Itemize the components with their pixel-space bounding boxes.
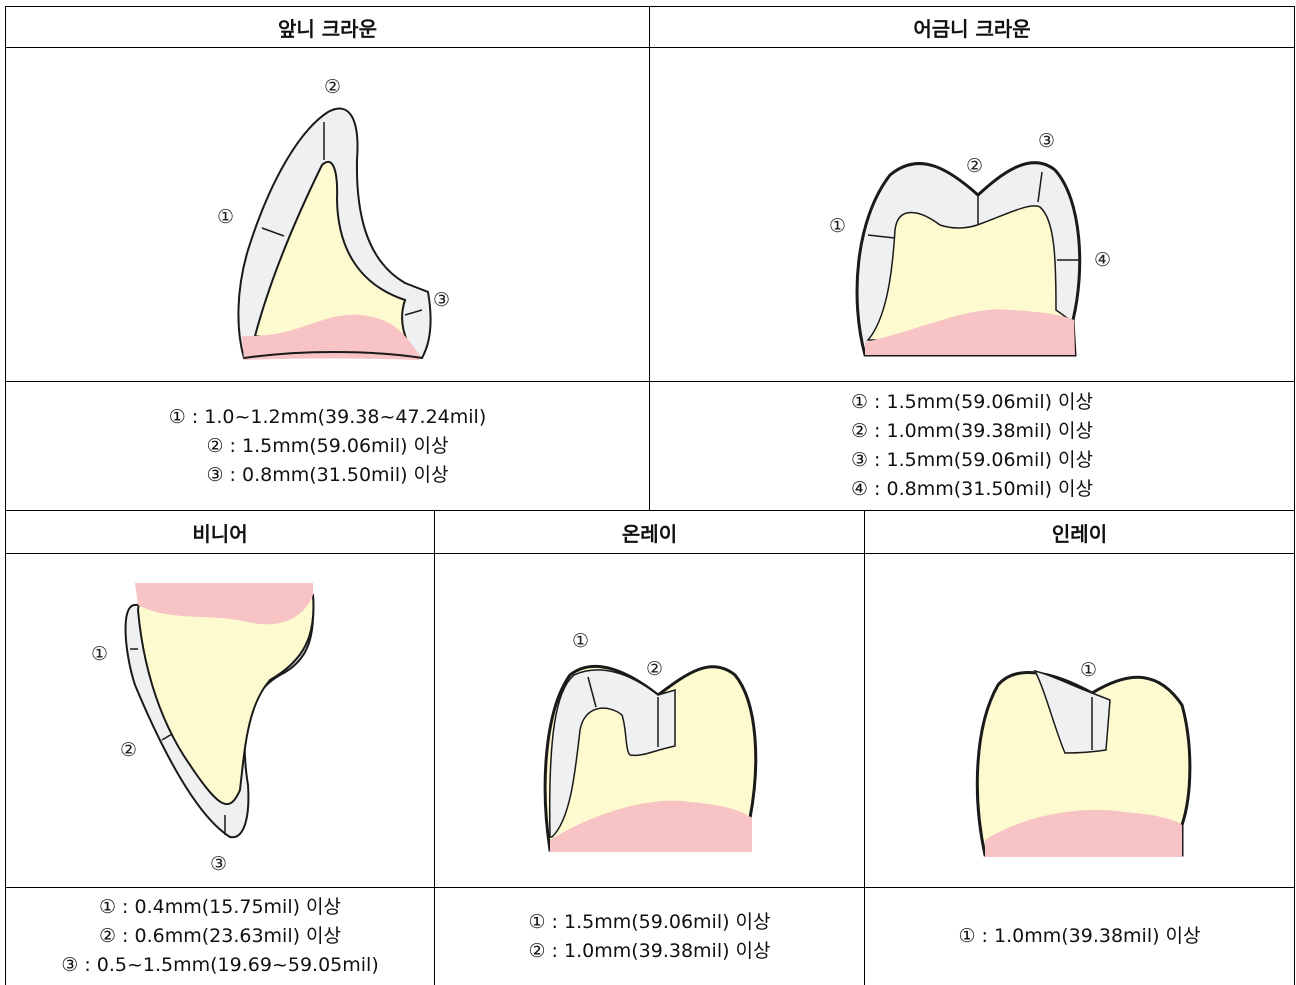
veneer-title: 비니어	[6, 511, 434, 553]
inlay-diagram: ①	[960, 635, 1210, 860]
onlay-title: 온레이	[435, 511, 864, 553]
spec-line: ① : 1.0mm(39.38mil) 이상	[958, 922, 1200, 951]
marker-2: ②	[324, 76, 341, 98]
row-divider	[5, 47, 1295, 48]
marker-2: ②	[966, 155, 983, 177]
marker-1: ①	[91, 643, 108, 665]
veneer-diagram: ① ② ③	[80, 575, 360, 880]
table-border-right	[1294, 6, 1295, 985]
posterior-crown-title: 어금니 크라운	[650, 7, 1294, 47]
row-divider	[5, 553, 1295, 554]
spec-line: ① : 0.4mm(15.75mil) 이상	[99, 893, 341, 922]
spec-line: ① : 1.0~1.2mm(39.38~47.24mil)	[169, 403, 486, 432]
marker-3: ③	[1038, 130, 1055, 152]
marker-1: ①	[572, 630, 589, 652]
spec-line: ① : 1.5mm(59.06mil) 이상	[528, 908, 770, 937]
veneer-specs: ① : 0.4mm(15.75mil) 이상 ② : 0.6mm(23.63mi…	[6, 888, 434, 985]
onlay-diagram: ① ②	[530, 615, 780, 855]
marker-3: ③	[210, 853, 227, 875]
marker-3: ③	[433, 289, 450, 311]
posterior-crown-specs: ① : 1.5mm(59.06mil) 이상 ② : 1.0mm(39.38mi…	[650, 382, 1294, 510]
spec-line: ③ : 0.8mm(31.50mil) 이상	[206, 461, 448, 490]
inlay-title: 인레이	[865, 511, 1294, 553]
spec-line: ② : 1.5mm(59.06mil) 이상	[206, 432, 448, 461]
marker-1: ①	[1080, 659, 1097, 681]
anterior-crown-title: 앞니 크라운	[6, 7, 649, 47]
spec-line: ② : 1.0mm(39.38mil) 이상	[851, 417, 1093, 446]
spec-line: ③ : 0.5~1.5mm(19.69~59.05mil)	[61, 951, 378, 980]
marker-2: ②	[120, 739, 137, 761]
marker-1: ①	[217, 206, 234, 228]
inlay-specs: ① : 1.0mm(39.38mil) 이상	[865, 888, 1294, 985]
spec-line: ② : 0.6mm(23.63mil) 이상	[99, 922, 341, 951]
anterior-crown-specs: ① : 1.0~1.2mm(39.38~47.24mil) ② : 1.5mm(…	[6, 382, 649, 510]
marker-1: ①	[829, 215, 846, 237]
onlay-specs: ① : 1.5mm(59.06mil) 이상 ② : 1.0mm(39.38mi…	[435, 888, 864, 985]
spec-line: ② : 1.0mm(39.38mil) 이상	[528, 937, 770, 966]
posterior-crown-diagram: ① ② ③ ④	[820, 120, 1130, 365]
spec-line: ④ : 0.8mm(31.50mil) 이상	[851, 475, 1093, 504]
marker-2: ②	[646, 658, 663, 680]
spec-line: ③ : 1.5mm(59.06mil) 이상	[851, 446, 1093, 475]
anterior-crown-diagram: ① ② ③	[200, 60, 480, 375]
marker-4: ④	[1094, 249, 1111, 271]
spec-line: ① : 1.5mm(59.06mil) 이상	[851, 388, 1093, 417]
